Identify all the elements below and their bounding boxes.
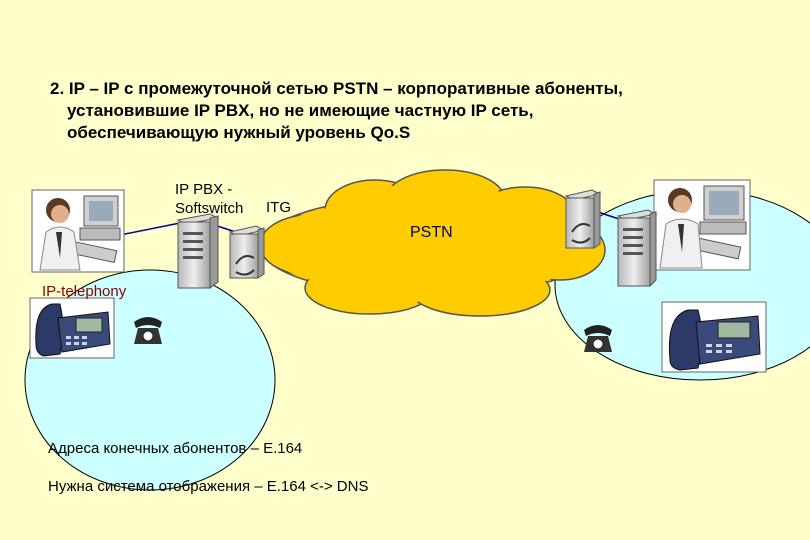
right-user-workstation-icon [653, 179, 751, 271]
pstn-label: PSTN [410, 224, 453, 241]
right-classic-telephone-icon [584, 325, 612, 352]
itg-label: ITG [266, 199, 291, 216]
right-ip-pbx-server-icon [616, 209, 658, 288]
pstn-cloud [259, 169, 606, 317]
pbx-label-line-1: IP PBX - [175, 181, 233, 198]
left-ip-phone-icon [29, 297, 115, 359]
ip-pbx-softswitch-label: IP PBX - Softswitch [175, 180, 243, 218]
heading-line-3: обеспечивающую нужный уровень Qo.S [67, 123, 411, 142]
left-itg-gateway-icon [228, 225, 266, 279]
left-classic-telephone-icon [134, 317, 162, 344]
heading-line-2: установившие IP PBX, но не имеющие частн… [67, 101, 534, 120]
footer-line-1: Адреса конечных абонентов – E.164 [48, 440, 303, 457]
heading-line-1: 2. IP – IP с промежуточной сетью PSTN – … [50, 79, 623, 98]
left-user-workstation-icon [31, 189, 125, 273]
left-ip-pbx-server-icon [176, 213, 220, 289]
slide-heading: 2. IP – IP с промежуточной сетью PSTN – … [50, 78, 770, 144]
link-user-to-pbx [119, 221, 186, 236]
right-ip-phone-icon [661, 301, 767, 373]
ip-telephony-label: IP-telephony [42, 283, 127, 300]
footer-line-2: Нужна система отображения – E.164 <-> DN… [48, 478, 369, 495]
right-itg-gateway-icon [564, 189, 602, 249]
pbx-label-line-2: Softswitch [175, 200, 244, 217]
